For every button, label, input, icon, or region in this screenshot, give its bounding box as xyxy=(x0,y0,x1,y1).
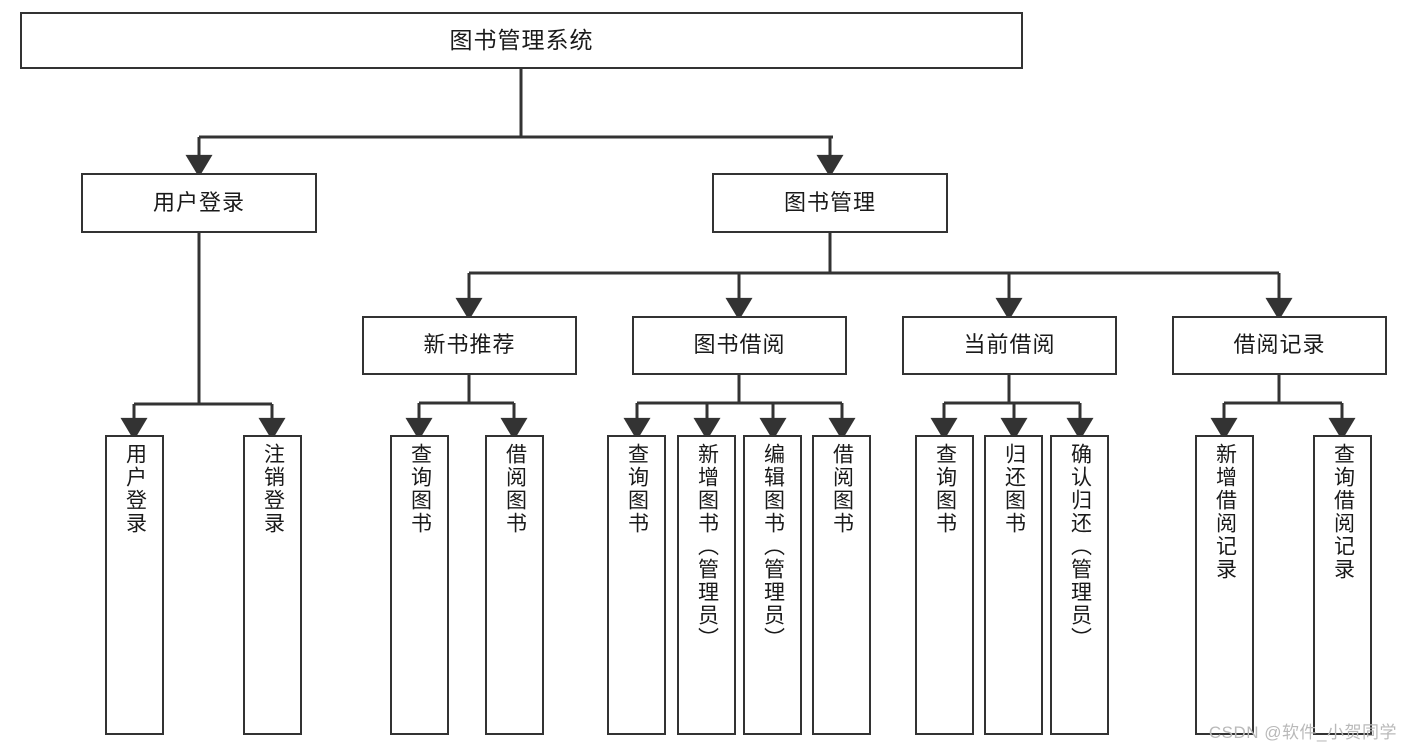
leaf-edit-book-admin[interactable]: 编辑图书（管理员） xyxy=(743,435,802,735)
node-current-borrow[interactable]: 当前借阅 xyxy=(902,316,1117,375)
node-user-login[interactable]: 用户登录 xyxy=(81,173,317,233)
leaf-edit-book-admin-label: 编辑图书（管理员） xyxy=(761,443,785,650)
leaf-logout-login-label: 注销登录 xyxy=(261,443,285,535)
leaf-borrow-book-1-label: 借阅图书 xyxy=(503,443,527,535)
leaf-query-book-1-label: 查询图书 xyxy=(408,443,432,535)
leaf-query-book-2-label: 查询图书 xyxy=(625,443,649,535)
node-borrow-record[interactable]: 借阅记录 xyxy=(1172,316,1387,375)
leaf-borrow-book-2[interactable]: 借阅图书 xyxy=(812,435,871,735)
leaf-confirm-return-admin-label: 确认归还（管理员） xyxy=(1068,443,1092,650)
node-book-borrow-label: 图书借阅 xyxy=(693,332,786,358)
leaf-return-book[interactable]: 归还图书 xyxy=(984,435,1043,735)
leaf-logout-login[interactable]: 注销登录 xyxy=(243,435,302,735)
leaf-borrow-book-2-label: 借阅图书 xyxy=(830,443,854,535)
leaf-user-login[interactable]: 用户登录 xyxy=(105,435,164,735)
leaf-query-borrow-record-label: 查询借阅记录 xyxy=(1331,443,1355,581)
leaf-query-book-1[interactable]: 查询图书 xyxy=(390,435,449,735)
node-root-label: 图书管理系统 xyxy=(449,26,594,53)
node-root[interactable]: 图书管理系统 xyxy=(20,12,1023,69)
node-new-book-recommend[interactable]: 新书推荐 xyxy=(362,316,577,375)
leaf-confirm-return-admin[interactable]: 确认归还（管理员） xyxy=(1050,435,1109,735)
leaf-add-borrow-record-label: 新增借阅记录 xyxy=(1213,443,1237,581)
leaf-query-book-3-label: 查询图书 xyxy=(933,443,957,535)
leaf-query-borrow-record[interactable]: 查询借阅记录 xyxy=(1313,435,1372,735)
node-user-login-label: 用户登录 xyxy=(152,189,245,215)
leaf-borrow-book-1[interactable]: 借阅图书 xyxy=(485,435,544,735)
node-current-borrow-label: 当前借阅 xyxy=(963,332,1056,358)
node-book-borrow[interactable]: 图书借阅 xyxy=(632,316,847,375)
node-borrow-record-label: 借阅记录 xyxy=(1233,332,1326,358)
node-book-manage[interactable]: 图书管理 xyxy=(712,173,948,233)
leaf-return-book-label: 归还图书 xyxy=(1002,443,1026,535)
leaf-query-book-3[interactable]: 查询图书 xyxy=(915,435,974,735)
leaf-query-book-2[interactable]: 查询图书 xyxy=(607,435,666,735)
node-book-manage-label: 图书管理 xyxy=(783,189,876,215)
leaf-add-book-admin-label: 新增图书（管理员） xyxy=(695,443,719,650)
leaf-user-login-label: 用户登录 xyxy=(123,443,147,535)
watermark: CSDN @软件_小贺同学 xyxy=(1208,723,1397,742)
node-new-book-recommend-label: 新书推荐 xyxy=(423,332,516,358)
leaf-add-borrow-record[interactable]: 新增借阅记录 xyxy=(1195,435,1254,735)
leaf-add-book-admin[interactable]: 新增图书（管理员） xyxy=(677,435,736,735)
